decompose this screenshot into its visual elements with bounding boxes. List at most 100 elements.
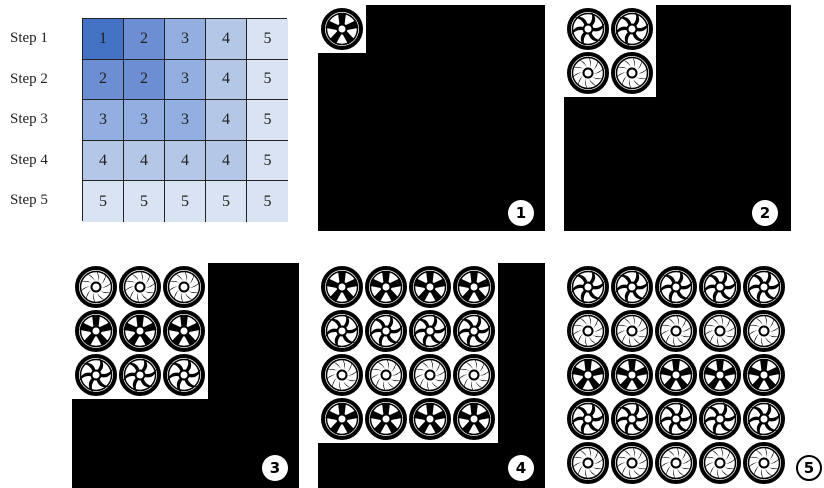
step-badge-1: 1: [508, 200, 534, 226]
five-spoke-wheel-icon: [364, 265, 408, 309]
grid-cell: 5: [83, 181, 124, 222]
five-spoke-wheel-icon: [408, 265, 452, 309]
spiral-vane-wheel-icon: [610, 441, 654, 485]
spiral-vane-wheel-icon: [654, 309, 698, 353]
step-badge-3: 3: [262, 455, 288, 481]
five-spoke-wheel-icon: [162, 309, 206, 353]
wheel-grid-step-2: [564, 5, 656, 97]
panel-step-1: 1: [318, 5, 545, 231]
five-spoke-wheel-icon: [742, 353, 786, 397]
curved-spoke-wheel-icon: [74, 353, 118, 397]
step-badge-4: 4: [508, 455, 534, 481]
grid-cell: 4: [206, 100, 247, 141]
spiral-vane-wheel-icon: [408, 353, 452, 397]
grid-cell: 5: [247, 141, 288, 182]
curved-spoke-wheel-icon: [698, 265, 742, 309]
grid-cell: 5: [206, 181, 247, 222]
step-label-5: Step 5: [10, 180, 70, 220]
curved-spoke-wheel-icon: [364, 309, 408, 353]
curved-spoke-wheel-icon: [610, 397, 654, 441]
curved-spoke-wheel-icon: [408, 309, 452, 353]
spiral-vane-wheel-icon: [742, 309, 786, 353]
step-label-3: Step 3: [10, 99, 70, 139]
grid-cell: 4: [124, 141, 165, 182]
spiral-vane-wheel-icon: [698, 441, 742, 485]
spiral-vane-wheel-icon: [118, 265, 162, 309]
grid-cell: 3: [165, 19, 206, 60]
spiral-vane-wheel-icon: [654, 441, 698, 485]
grid-cell: 5: [124, 181, 165, 222]
grid-cell: 2: [124, 60, 165, 101]
grid-cell: 5: [165, 181, 206, 222]
curved-spoke-wheel-icon: [742, 397, 786, 441]
curved-spoke-wheel-icon: [654, 265, 698, 309]
grid-cell: 3: [165, 60, 206, 101]
step-label-2: Step 2: [10, 59, 70, 99]
curved-spoke-wheel-icon: [162, 353, 206, 397]
curved-spoke-wheel-icon: [654, 397, 698, 441]
grid-cell: 5: [247, 181, 288, 222]
panel-step-3: 3: [72, 263, 299, 488]
curved-spoke-wheel-icon: [320, 309, 364, 353]
spiral-vane-wheel-icon: [452, 353, 496, 397]
spiral-vane-wheel-icon: [566, 441, 610, 485]
five-spoke-wheel-icon: [320, 265, 364, 309]
step-badge-2: 2: [752, 200, 778, 226]
five-spoke-wheel-icon: [654, 353, 698, 397]
grid-cell: 4: [206, 141, 247, 182]
curved-spoke-wheel-icon: [118, 353, 162, 397]
grid-cell: 5: [247, 19, 288, 60]
five-spoke-wheel-icon: [452, 397, 496, 441]
five-spoke-wheel-icon: [452, 265, 496, 309]
grid-cell: 4: [165, 141, 206, 182]
grid-cell: 4: [83, 141, 124, 182]
grid-cell: 3: [124, 100, 165, 141]
spiral-vane-wheel-icon: [566, 51, 610, 95]
grid-cell: 2: [83, 60, 124, 101]
curved-spoke-wheel-icon: [610, 7, 654, 51]
spiral-vane-wheel-icon: [74, 265, 118, 309]
five-spoke-wheel-icon: [408, 397, 452, 441]
grid-cell: 2: [124, 19, 165, 60]
spiral-vane-wheel-icon: [566, 309, 610, 353]
grid-cell: 5: [247, 100, 288, 141]
wheel-grid-step-5: [564, 263, 788, 487]
five-spoke-wheel-icon: [566, 353, 610, 397]
panel-step-4: 4: [318, 263, 545, 488]
five-spoke-wheel-icon: [74, 309, 118, 353]
wheel-grid-step-3: [72, 263, 208, 399]
grid-cell: 1: [83, 19, 124, 60]
grid-cell: 4: [206, 19, 247, 60]
spiral-vane-wheel-icon: [610, 309, 654, 353]
step-badge-5: 5: [796, 455, 822, 481]
curved-spoke-wheel-icon: [742, 265, 786, 309]
step-label-4: Step 4: [10, 140, 70, 180]
spiral-vane-wheel-icon: [742, 441, 786, 485]
five-spoke-wheel-icon: [364, 397, 408, 441]
panel-step-2: 2: [564, 5, 791, 231]
five-spoke-wheel-icon: [320, 7, 364, 51]
curved-spoke-wheel-icon: [566, 265, 610, 309]
curved-spoke-wheel-icon: [610, 265, 654, 309]
wheel-grid-step-1: [318, 5, 366, 53]
step-label-1: Step 1: [10, 18, 70, 58]
curved-spoke-wheel-icon: [566, 7, 610, 51]
grid-cell: 4: [206, 60, 247, 101]
wheel-grid-step-4: [318, 263, 498, 443]
spiral-vane-wheel-icon: [162, 265, 206, 309]
grid-cell: 5: [247, 60, 288, 101]
spiral-vane-wheel-icon: [610, 51, 654, 95]
spiral-vane-wheel-icon: [320, 353, 364, 397]
five-spoke-wheel-icon: [610, 353, 654, 397]
grid-cell: 3: [83, 100, 124, 141]
grid-cell: 3: [165, 100, 206, 141]
curved-spoke-wheel-icon: [452, 309, 496, 353]
spiral-vane-wheel-icon: [698, 309, 742, 353]
panel-step-5: 5: [564, 263, 791, 488]
five-spoke-wheel-icon: [118, 309, 162, 353]
five-spoke-wheel-icon: [698, 353, 742, 397]
curved-spoke-wheel-icon: [566, 397, 610, 441]
five-spoke-wheel-icon: [320, 397, 364, 441]
spiral-vane-wheel-icon: [364, 353, 408, 397]
